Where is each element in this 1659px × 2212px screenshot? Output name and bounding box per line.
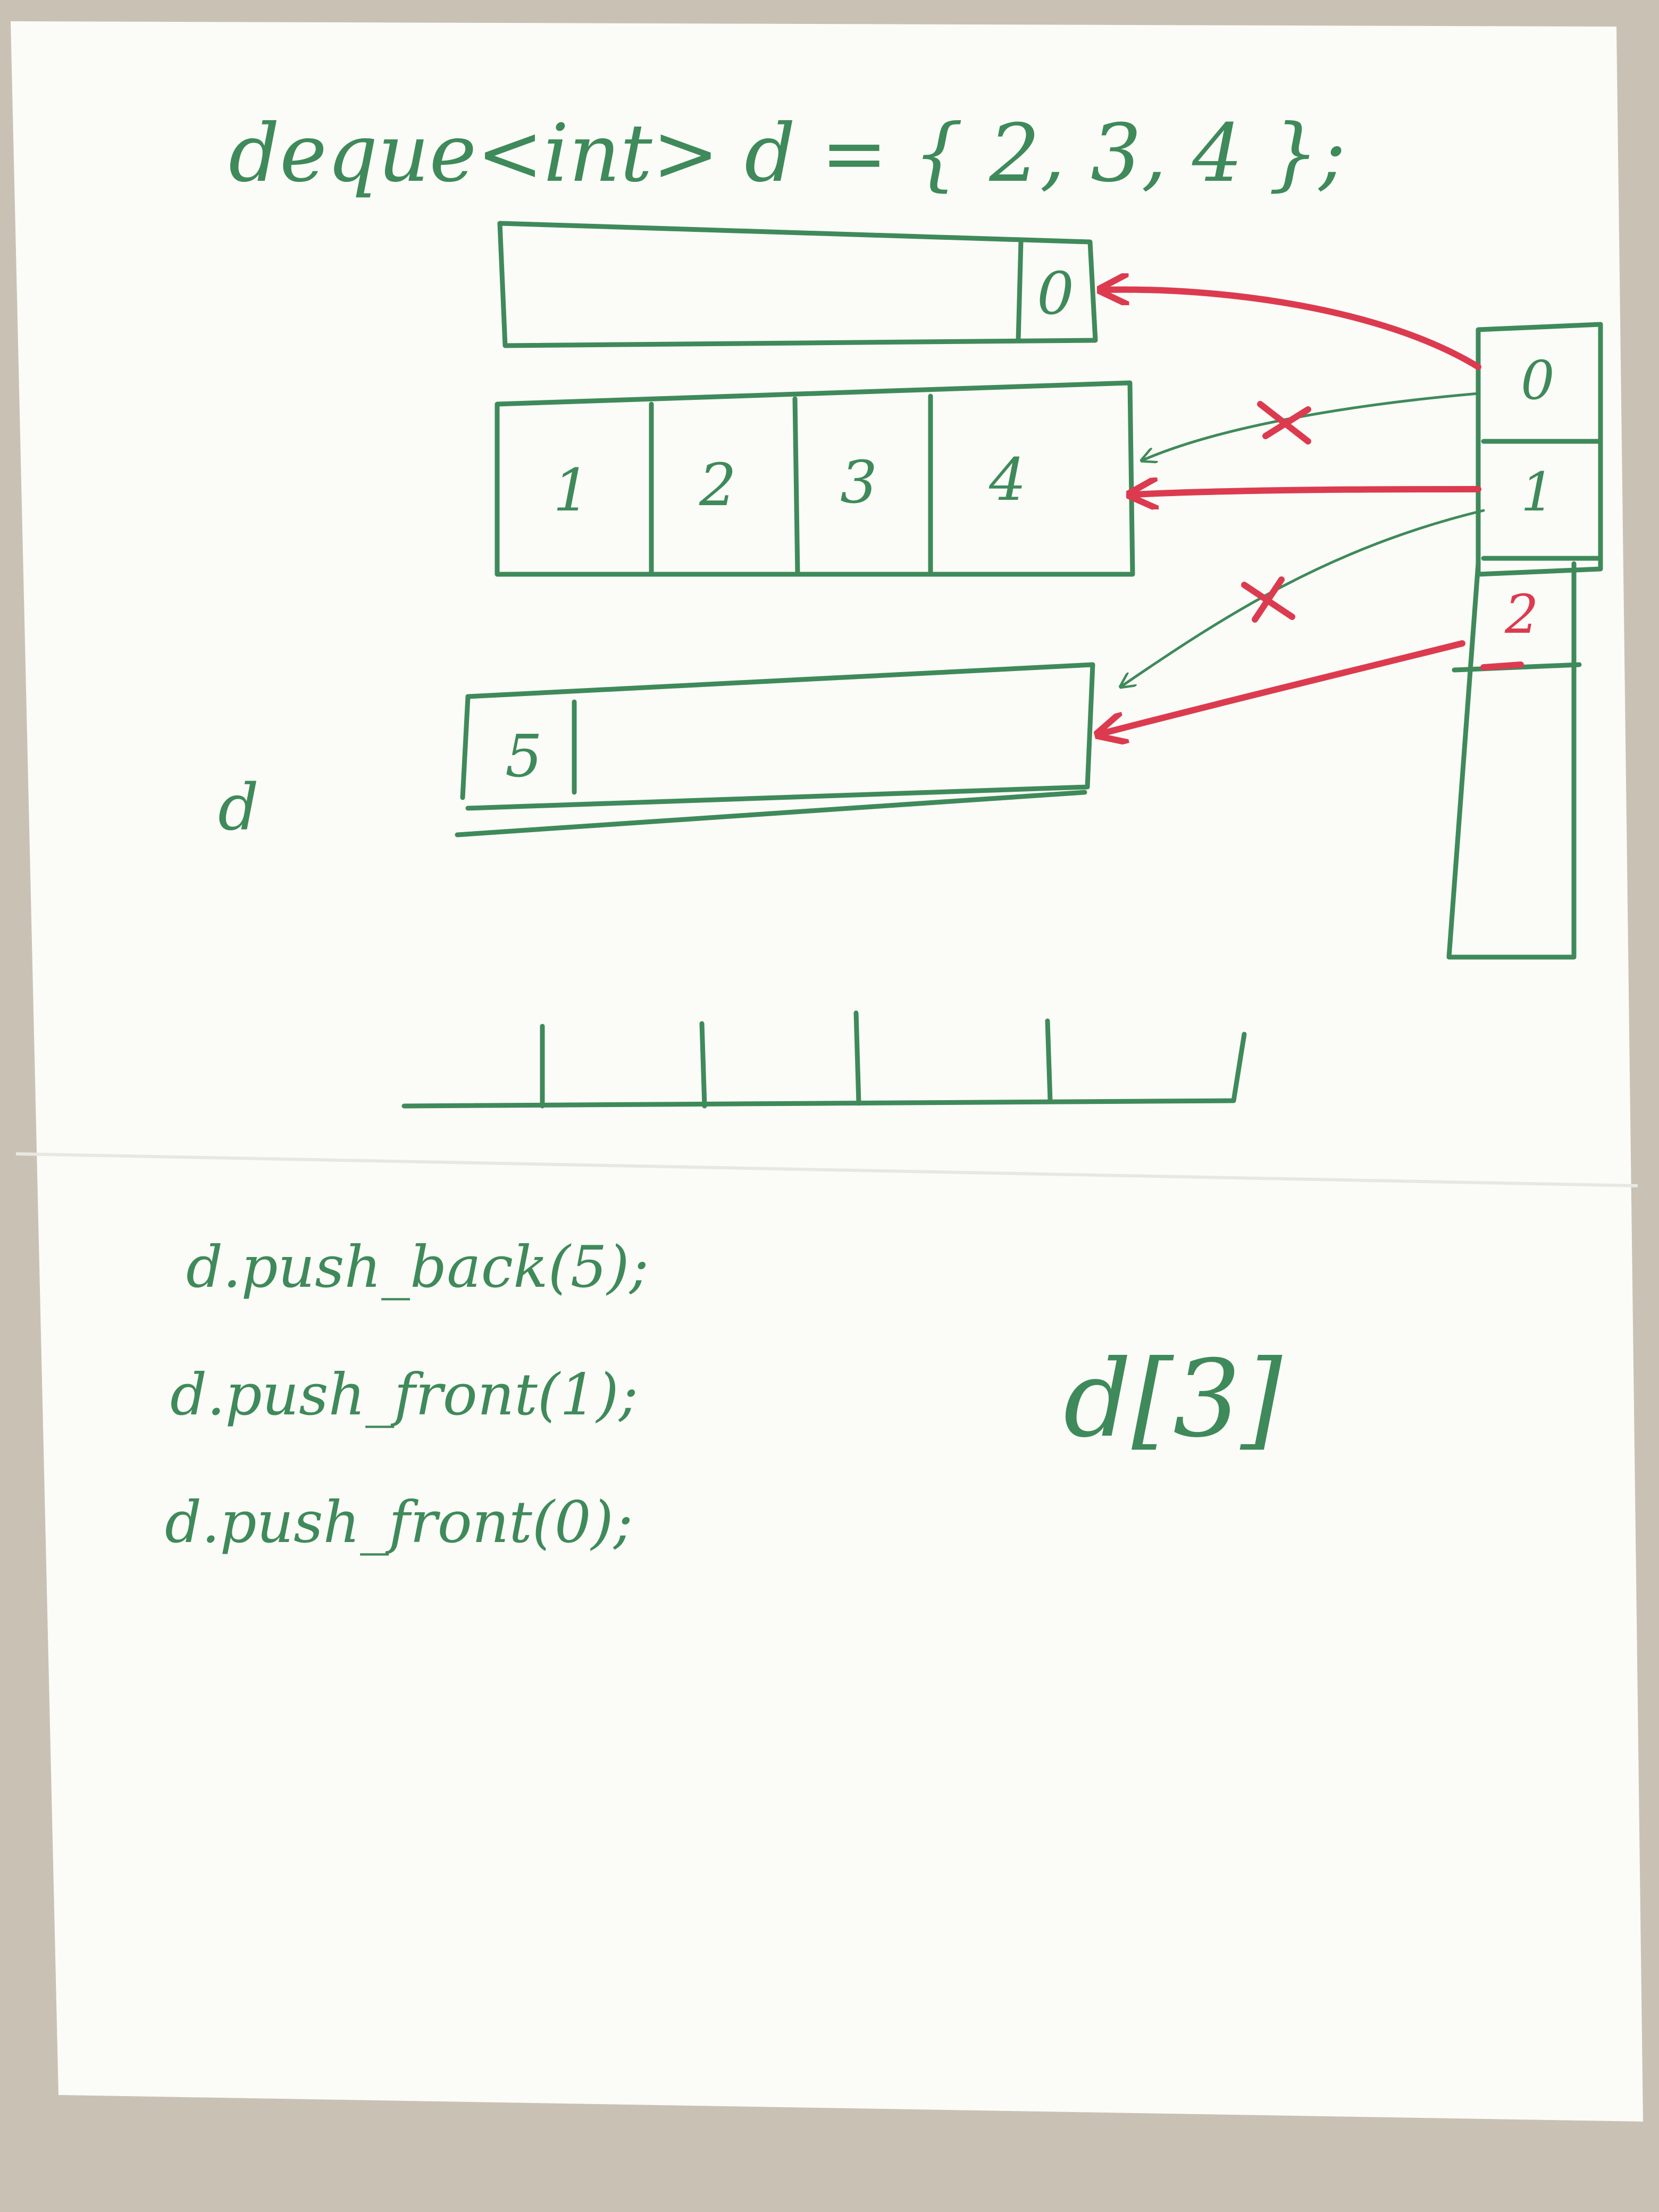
- map-lower-outline: [1446, 561, 1577, 960]
- block-front-cell-4: 0: [1037, 259, 1074, 328]
- pointer-1: [1133, 489, 1481, 495]
- map-column: 0 1 2: [1446, 322, 1603, 960]
- operation-push-front-1: d.push_front(1);: [170, 1362, 638, 1428]
- map-top-outline: [1476, 322, 1603, 577]
- operation-push-back-5: d.push_back(5);: [186, 1234, 649, 1301]
- side-label: d: [218, 771, 259, 845]
- block-empty-divider-4: [1045, 1018, 1053, 1103]
- block-back-left-edge: [460, 694, 471, 800]
- block-empty-base: [401, 1032, 1247, 1109]
- map-index-2: 2: [1504, 583, 1539, 646]
- map-index-1: 1: [1521, 461, 1555, 523]
- block-middle-cell-2: 2: [699, 451, 736, 519]
- block-middle-divider-2: [792, 396, 800, 577]
- old-pointer-1: [1122, 509, 1485, 686]
- paper-sheet: [11, 21, 1643, 2122]
- block-middle-cell-4: 4: [988, 446, 1026, 514]
- block-middle-cell-1: 1: [553, 456, 590, 524]
- block-front: 0: [497, 221, 1098, 348]
- paper-fold: [15, 1152, 1638, 1187]
- cross-mark-1: [1257, 401, 1311, 445]
- map-index-0: 0: [1521, 349, 1555, 412]
- declaration-text: deque<int> d = { 2, 3, 4 };: [229, 107, 1346, 200]
- pointer-0: [1103, 290, 1481, 370]
- map-red-tick: [1480, 661, 1524, 671]
- block-empty-divider-2: [699, 1021, 707, 1109]
- block-front-divider: [1016, 239, 1024, 343]
- block-front-outline: [497, 221, 1098, 348]
- block-back-outline: [465, 662, 1095, 811]
- block-empty-divider-3: [853, 1010, 861, 1106]
- operation-push-front-0: d.push_front(0);: [165, 1489, 633, 1556]
- access-expression: d[3]: [1063, 1337, 1283, 1461]
- block-back-underline: [455, 790, 1087, 837]
- block-middle-outline: [495, 380, 1135, 577]
- block-back-cell-5: 5: [505, 722, 542, 790]
- block-empty: [401, 1010, 1247, 1109]
- block-back: 5: [455, 662, 1095, 837]
- cross-mark-2: [1241, 576, 1295, 623]
- pointer-2: [1101, 640, 1465, 734]
- block-middle-cell-3: 3: [840, 448, 877, 516]
- block-middle: 1 2 3 4: [495, 380, 1135, 577]
